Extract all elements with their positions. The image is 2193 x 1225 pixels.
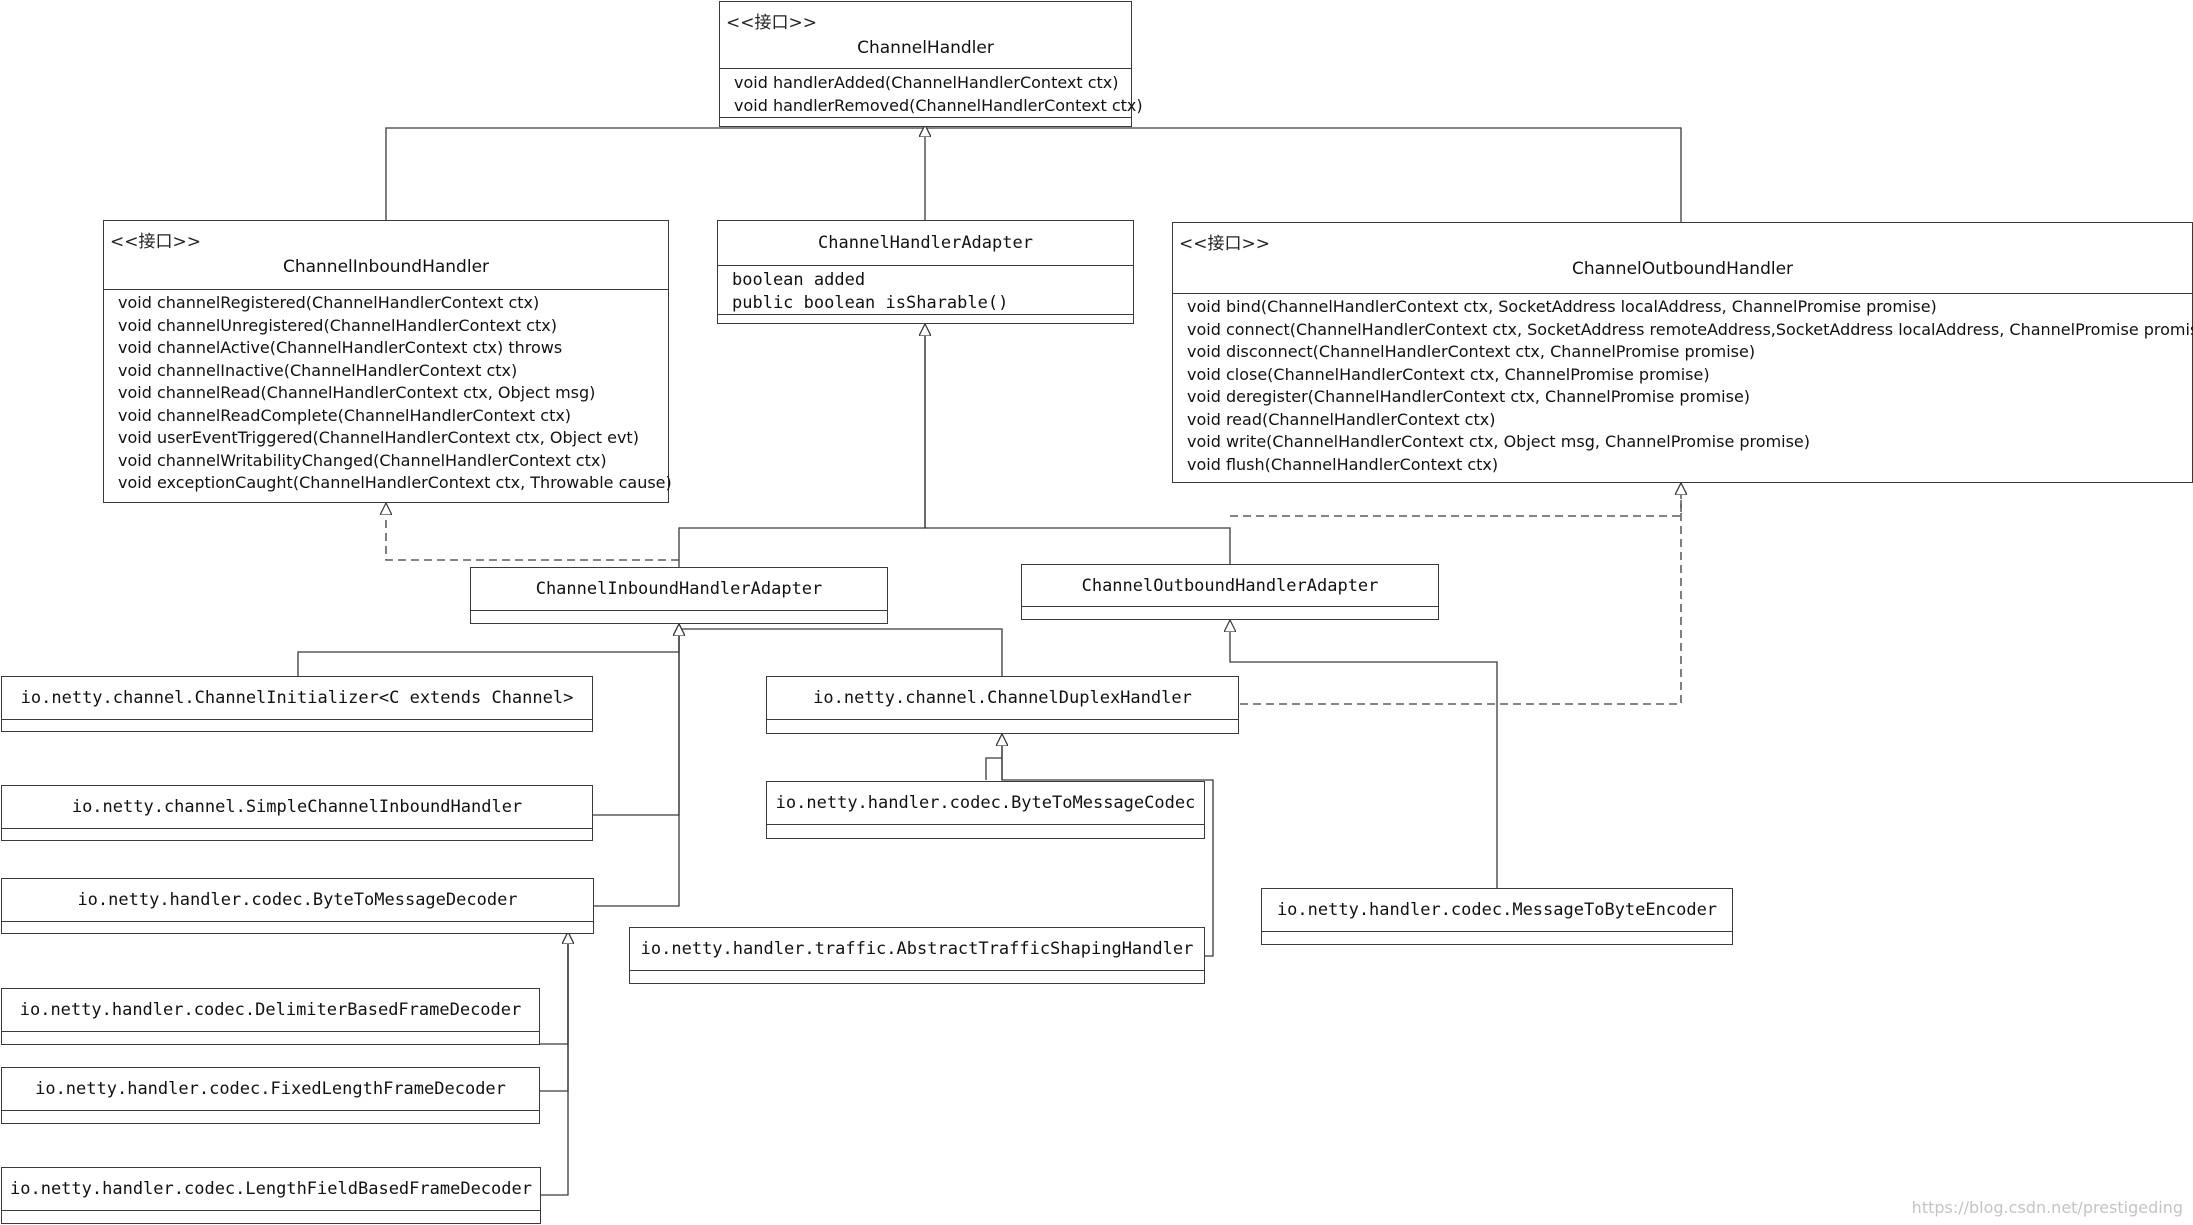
- class-member: void close(ChannelHandlerContext ctx, Ch…: [1187, 364, 1710, 384]
- class-member: void flush(ChannelHandlerContext ctx): [1187, 454, 1499, 474]
- class-channel-inbound-handler-adapter[interactable]: ChannelInboundHandlerAdapter: [470, 567, 888, 624]
- edge-lengthfield-decoder-to-bytetomessage-decoder: [541, 932, 568, 1196]
- class-message-to-byte-encoder[interactable]: io.netty.handler.codec.MessageToByteEnco…: [1261, 888, 1733, 945]
- edge-initializer-to-inbound-adapter: [297, 624, 679, 677]
- class-name: io.netty.handler.codec.LengthFieldBasedF…: [10, 1179, 532, 1199]
- class-member: void channelActive(ChannelHandlerContext…: [118, 338, 563, 357]
- class-name: ChannelOutboundHandler: [1571, 259, 1794, 279]
- class-member: void channelUnregistered(ChannelHandlerC…: [118, 315, 557, 335]
- class-name: io.netty.handler.codec.FixedLengthFrameD…: [35, 1079, 506, 1099]
- class-member: void read(ChannelHandlerContext ctx): [1187, 409, 1496, 429]
- class-member: void channelRead(ChannelHandlerContext c…: [118, 383, 596, 402]
- stereotype-label: <<接口>>: [1179, 234, 1270, 254]
- class-member: void channelReadComplete(ChannelHandlerC…: [118, 405, 572, 425]
- class-name: io.netty.handler.codec.MessageToByteEnco…: [1276, 900, 1718, 920]
- stereotype-label: <<接口>>: [726, 13, 817, 33]
- class-name: io.netty.channel.ChannelInitializer<C ex…: [20, 688, 574, 708]
- class-member: void exceptionCaught(ChannelHandlerConte…: [118, 473, 672, 492]
- class-byte-to-message-codec[interactable]: io.netty.handler.codec.ByteToMessageCode…: [766, 781, 1205, 839]
- class-length-field-based-frame-decoder[interactable]: io.netty.handler.codec.LengthFieldBasedF…: [1, 1167, 541, 1224]
- class-member: void channelInactive(ChannelHandlerConte…: [118, 360, 518, 380]
- edge-inbound-handler-to-channel-handler: [385, 125, 925, 221]
- edge-codec-stub: [985, 757, 1002, 780]
- edge-message-to-byte-encoder-to-outbound-adapter: [1230, 620, 1498, 888]
- class-abstract-traffic-shaping-handler[interactable]: io.netty.handler.traffic.AbstractTraffic…: [629, 927, 1205, 984]
- edge-fixedlength-decoder-to-bytetomessage-decoder: [540, 932, 568, 1092]
- class-name: ChannelInboundHandler: [282, 257, 490, 277]
- edge-inbound-adapter-implements-inbound-handler: [386, 503, 679, 561]
- class-name: io.netty.handler.codec.DelimiterBasedFra…: [19, 1000, 522, 1020]
- class-channel-duplex-handler[interactable]: io.netty.channel.ChannelDuplexHandler: [766, 676, 1239, 734]
- class-member: void disconnect(ChannelHandlerContext ct…: [1187, 342, 1756, 361]
- class-name: ChannelInboundHandlerAdapter: [535, 579, 823, 599]
- edge-duplex-implements-outbound-handler: [1240, 483, 1681, 705]
- class-member: void handlerRemoved(ChannelHandlerContex…: [734, 95, 1143, 115]
- edge-outbound-handler-to-channel-handler: [925, 125, 1682, 224]
- class-name: io.netty.handler.codec.ByteToMessageCode…: [775, 793, 1196, 813]
- class-channel-outbound-handler-adapter[interactable]: ChannelOutboundHandlerAdapter: [1021, 564, 1439, 620]
- class-channel-handler-adapter[interactable]: ChannelHandlerAdapter boolean added publ…: [717, 220, 1134, 324]
- class-member: void channelRegistered(ChannelHandlerCon…: [118, 293, 540, 312]
- class-member: public boolean isSharable(): [732, 292, 1009, 313]
- edge-outbound-adapter-to-handler-adapter: [925, 324, 1231, 565]
- class-byte-to-message-decoder[interactable]: io.netty.handler.codec.ByteToMessageDeco…: [1, 878, 594, 934]
- class-channel-handler[interactable]: <<接口>> ChannelHandler void handlerAdded(…: [719, 1, 1143, 127]
- edge-duplex-to-inbound-adapter: [679, 624, 1003, 677]
- class-member: void write(ChannelHandlerContext ctx, Ob…: [1187, 432, 1811, 451]
- class-name: io.netty.channel.SimpleChannelInboundHan…: [71, 797, 523, 817]
- class-channel-inbound-handler[interactable]: <<接口>> ChannelInboundHandler void channe…: [103, 220, 672, 503]
- class-name: ChannelHandler: [857, 38, 994, 58]
- class-name: ChannelHandlerAdapter: [818, 233, 1033, 253]
- class-member: boolean added: [732, 270, 866, 290]
- class-simple-channel-inbound-handler[interactable]: io.netty.channel.SimpleChannelInboundHan…: [1, 785, 593, 841]
- class-name: ChannelOutboundHandlerAdapter: [1081, 576, 1379, 596]
- class-member: void bind(ChannelHandlerContext ctx, Soc…: [1187, 297, 1937, 316]
- class-channel-initializer[interactable]: io.netty.channel.ChannelInitializer<C ex…: [1, 676, 593, 732]
- class-member: void channelWritabilityChanged(ChannelHa…: [118, 450, 607, 470]
- class-fixed-length-frame-decoder[interactable]: io.netty.handler.codec.FixedLengthFrameD…: [1, 1067, 540, 1124]
- watermark: https://blog.csdn.net/prestigeding: [1911, 1198, 2183, 1217]
- class-name: io.netty.channel.ChannelDuplexHandler: [813, 688, 1192, 708]
- class-member: void deregister(ChannelHandlerContext ct…: [1187, 387, 1751, 406]
- class-member: void handlerAdded(ChannelHandlerContext …: [734, 73, 1119, 92]
- edge-delimiter-decoder-to-bytetomessage-decoder: [540, 932, 568, 1045]
- class-name: io.netty.handler.traffic.AbstractTraffic…: [640, 939, 1194, 959]
- class-name: io.netty.handler.codec.ByteToMessageDeco…: [77, 890, 518, 910]
- class-delimiter-based-frame-decoder[interactable]: io.netty.handler.codec.DelimiterBasedFra…: [1, 988, 540, 1045]
- class-channel-outbound-handler[interactable]: <<接口>> ChannelOutboundHandler void bind(…: [1172, 222, 2193, 483]
- edge-traffic-shaping-to-duplex: [1002, 734, 1214, 957]
- stereotype-label: <<接口>>: [110, 232, 201, 252]
- class-member: void userEventTriggered(ChannelHandlerCo…: [118, 428, 639, 447]
- class-member: void connect(ChannelHandlerContext ctx, …: [1187, 319, 2193, 339]
- edge-outbound-adapter-implements-outbound-handler: [1230, 483, 1681, 517]
- edge-inbound-adapter-to-handler-adapter: [678, 324, 925, 568]
- edge-bytetomessage-decoder-to-inbound-adapter: [594, 624, 679, 907]
